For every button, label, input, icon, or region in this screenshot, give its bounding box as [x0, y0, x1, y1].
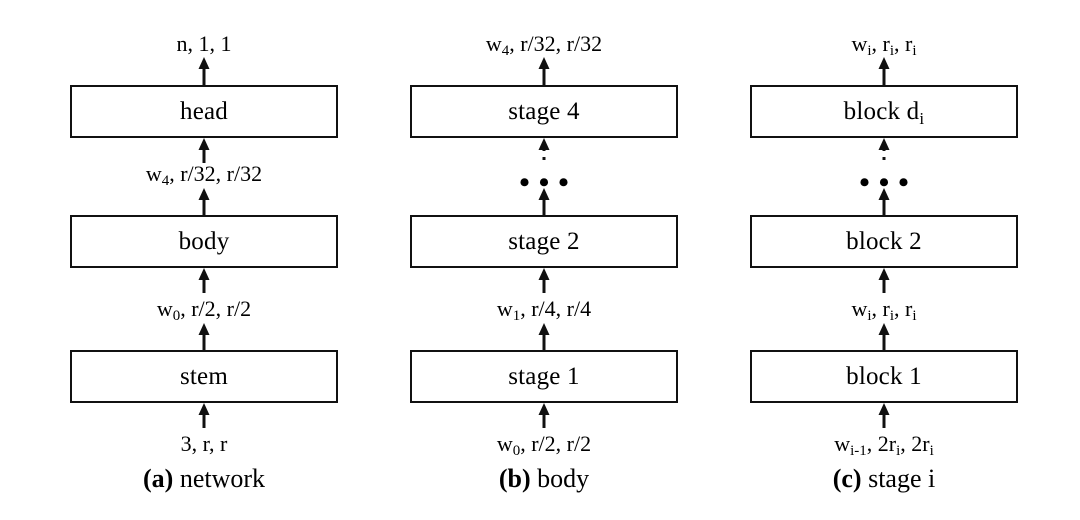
arrow-block1-to-block2	[873, 323, 895, 350]
arrow-stage2-bottom	[533, 268, 555, 293]
edge-label-output-c: wi, ri, ri	[851, 31, 917, 60]
arrow-input-to-stem	[193, 403, 215, 428]
box-head-label: head	[180, 98, 228, 125]
column-network: n, 1, 1 head w4, r/32, r/32 body w0, r/2…	[70, 0, 338, 520]
edge-label-lower-a: w0, r/2, r/2	[156, 296, 252, 325]
caption-tag-c: (c)	[832, 464, 862, 493]
edge-label-upper-a: w4, r/32, r/32	[145, 161, 263, 190]
edge-label-lower-c: wi, ri, ri	[851, 296, 917, 325]
box-stage-1: stage 1	[410, 350, 678, 403]
edge-label-input-a: 3, r, r	[180, 431, 228, 456]
caption-text-c: stage i	[861, 464, 936, 493]
arrow-body-to-head	[193, 188, 215, 215]
box-block-d: block di	[750, 85, 1018, 138]
box-stem: stem	[70, 350, 338, 403]
caption-tag-a: (a)	[142, 464, 174, 493]
column-stage-i: wi, ri, ri block di ••• block 2 wi, ri, …	[750, 0, 1018, 520]
column-body: w4, r/32, r/32 stage 4 ••• stage 2 w1, r…	[410, 0, 678, 520]
box-stem-label: stem	[179, 363, 229, 390]
box-body: body	[70, 215, 338, 268]
box-block-d-label: block di	[843, 98, 925, 128]
arrow-dashed-stage4-bottom	[533, 138, 555, 163]
arrow-block2-to-blockd	[873, 188, 895, 215]
arrow-stage2-to-stage4	[533, 188, 555, 215]
arrow-head-to-output	[193, 57, 215, 85]
box-block-2: block 2	[750, 215, 1018, 268]
caption-text-b: body	[530, 464, 590, 493]
arrow-stage1-to-stage2	[533, 323, 555, 350]
edge-label-input-c: wi-1, 2ri, 2ri	[834, 431, 934, 460]
box-block-1: block 1	[750, 350, 1018, 403]
box-stage-4-label: stage 4	[508, 98, 580, 125]
box-stage-2-label: stage 2	[508, 228, 580, 255]
box-stage-1-label: stage 1	[508, 363, 580, 390]
arrow-stem-to-body	[193, 323, 215, 350]
edge-label-output-b: w4, r/32, r/32	[485, 31, 603, 60]
box-stage-2: stage 2	[410, 215, 678, 268]
arrow-input-to-block1	[873, 403, 895, 428]
caption-stage-i: (c) stage i	[750, 466, 1018, 492]
arrow-dashed-blockd-bottom	[873, 138, 895, 163]
arrow-stage4-to-output	[533, 57, 555, 85]
caption-network: (a) network	[70, 466, 338, 492]
edge-label-lower-b: w1, r/4, r/4	[496, 296, 592, 325]
box-body-label: body	[178, 228, 230, 255]
caption-text-a: network	[173, 464, 266, 493]
caption-body: (b) body	[410, 466, 678, 492]
arrow-input-to-stage1	[533, 403, 555, 428]
caption-tag-b: (b)	[498, 464, 531, 493]
box-block-2-label: block 2	[846, 228, 922, 255]
box-stage-4: stage 4	[410, 85, 678, 138]
arrow-blockd-to-output	[873, 57, 895, 85]
arrow-block2-bottom	[873, 268, 895, 293]
box-block-1-label: block 1	[846, 363, 922, 390]
arrow-head-bottom	[193, 138, 215, 163]
edge-label-output-a: n, 1, 1	[176, 31, 232, 56]
box-head: head	[70, 85, 338, 138]
arrow-body-bottom	[193, 268, 215, 293]
edge-label-input-b: w0, r/2, r/2	[496, 431, 592, 460]
